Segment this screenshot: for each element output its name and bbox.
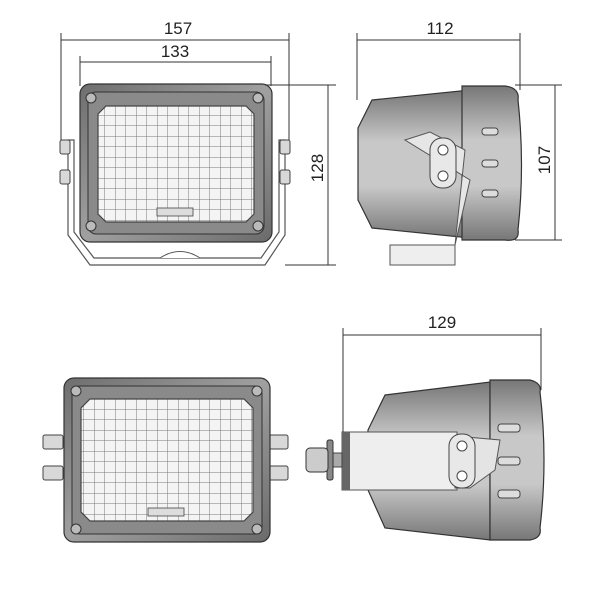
- screw-icon: [70, 523, 82, 535]
- pivot-plate: [448, 433, 476, 489]
- dimension-label: 128: [308, 154, 327, 182]
- side-view-bolt-mount: [305, 379, 545, 541]
- screw-icon: [85, 220, 97, 232]
- pivot-plate: [429, 137, 457, 189]
- dimension-label: 112: [426, 19, 453, 38]
- dimension-112: 112: [356, 19, 521, 100]
- bracket-base: [389, 244, 456, 266]
- mounting-bracket: [67, 139, 286, 266]
- corner-screws: [85, 92, 264, 232]
- pivot-bolt-icon: [456, 470, 468, 482]
- side-bolt: [59, 169, 71, 185]
- side-bolt: [59, 139, 71, 155]
- side-bolt: [279, 169, 291, 185]
- side-bolt: [267, 434, 289, 450]
- lens-grid: [97, 105, 255, 223]
- bracket-arm: [341, 431, 458, 491]
- front-view-with-bracket: [59, 83, 291, 266]
- pivot-bolt-icon: [437, 170, 449, 182]
- bracket-edge: [342, 432, 350, 490]
- side-view-with-bracket: [357, 85, 523, 266]
- screw-icon: [70, 385, 82, 397]
- screw-icon: [252, 92, 264, 104]
- corner-screws: [70, 385, 263, 535]
- dimension-107: 107: [515, 84, 562, 241]
- dimension-129: 129: [342, 313, 542, 432]
- dimension-label: 107: [535, 146, 554, 174]
- brand-logo: [147, 507, 185, 517]
- front-view-bolt-mount: [42, 377, 289, 543]
- dimension-label: 133: [161, 42, 189, 61]
- side-bolt: [42, 434, 64, 450]
- pivot-bolt-icon: [456, 440, 468, 452]
- brand-logo: [156, 207, 194, 217]
- screw-icon: [251, 385, 263, 397]
- screw-icon: [251, 523, 263, 535]
- screw-icon: [252, 220, 264, 232]
- side-bolt: [42, 465, 64, 481]
- side-bolt: [279, 139, 291, 155]
- dimension-128: 128: [265, 84, 336, 266]
- pivot-bolt-icon: [437, 144, 449, 156]
- vent-slots: [497, 423, 521, 499]
- vent-slots: [481, 127, 499, 198]
- dimension-157: 157: [60, 19, 290, 140]
- lens-grid: [80, 398, 254, 522]
- dimension-label: 157: [164, 19, 192, 38]
- bracket-knob: [159, 251, 201, 259]
- screw-icon: [85, 92, 97, 104]
- dimension-133: 133: [79, 42, 272, 86]
- dimension-label: 129: [428, 313, 456, 332]
- side-bolt: [267, 465, 289, 481]
- nut-icon: [305, 447, 329, 473]
